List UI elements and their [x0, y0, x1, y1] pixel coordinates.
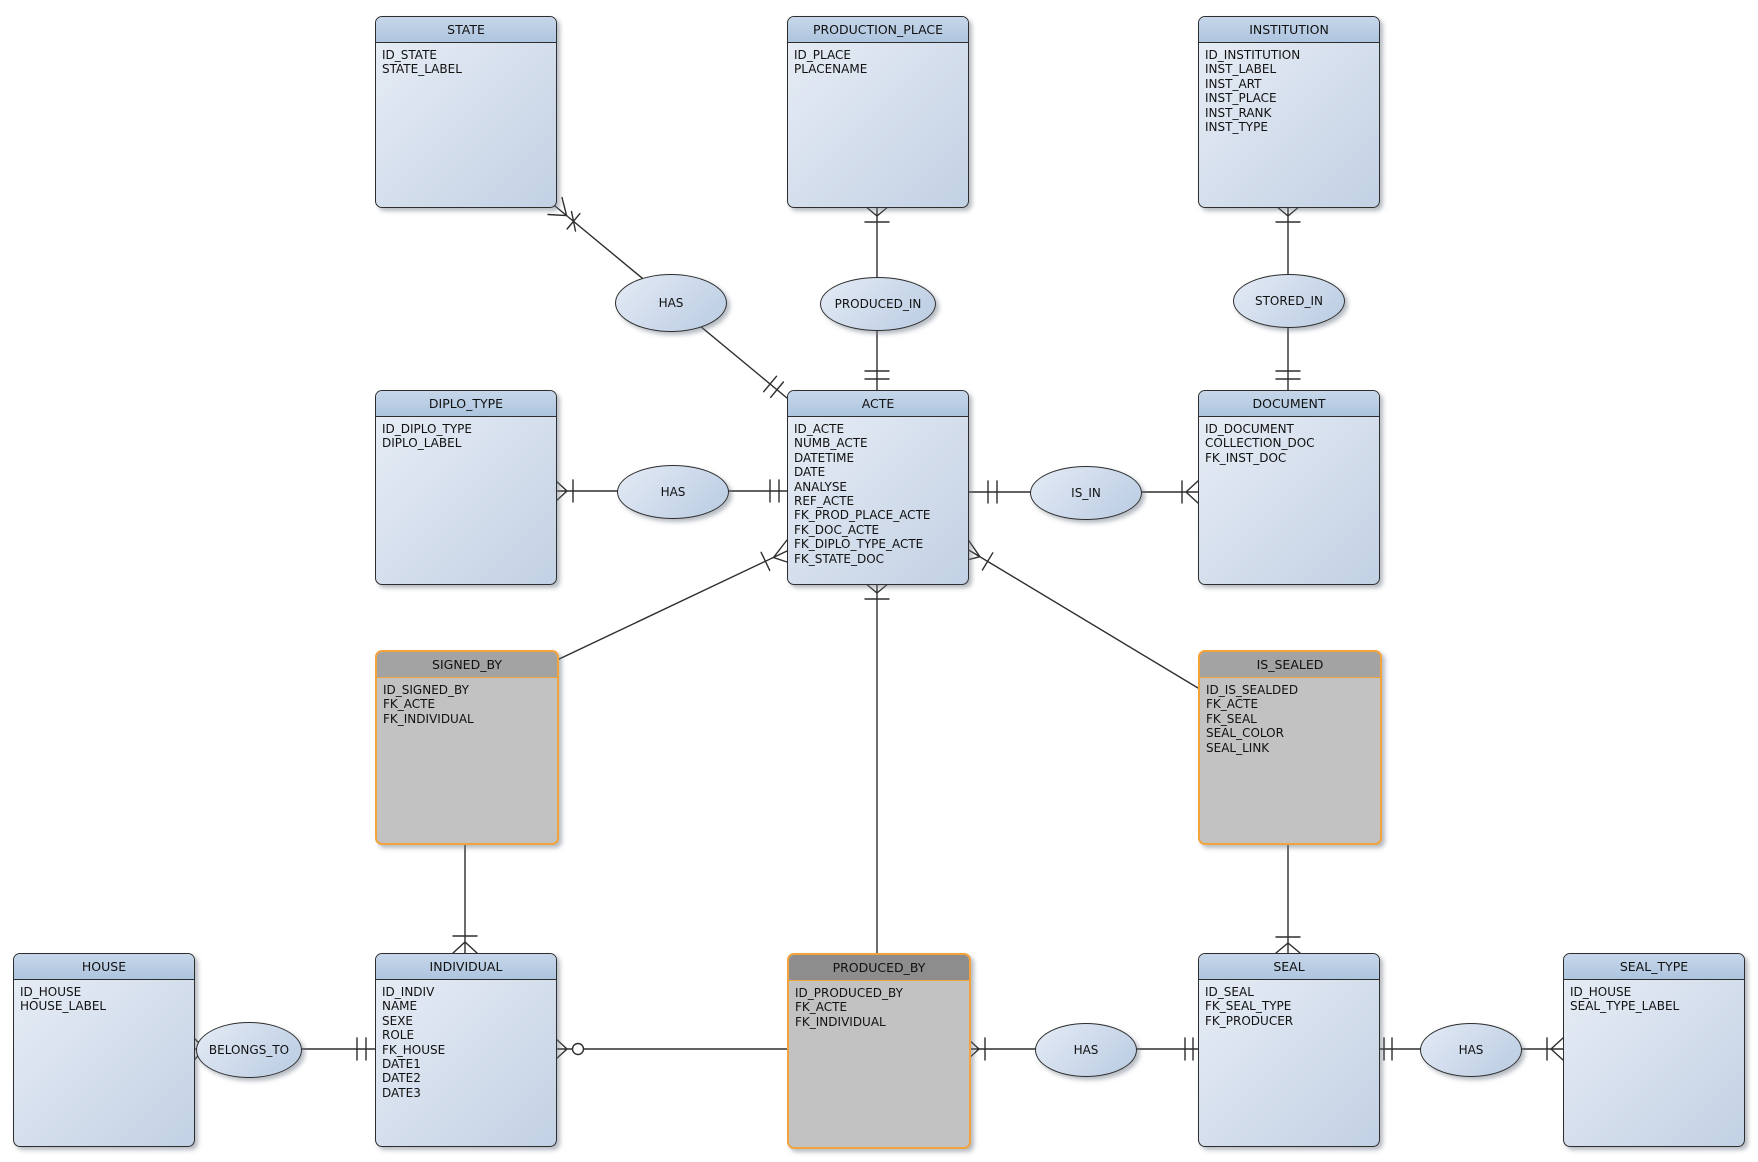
- entity-individual-fields: ID_INDIV NAME SEXE ROLE FK_HOUSE DATE1 D…: [382, 985, 446, 1100]
- relationship-label: IS_IN: [1071, 486, 1101, 500]
- entity-individual[interactable]: INDIVIDUAL ID_INDIV NAME SEXE ROLE FK_HO…: [375, 953, 557, 1147]
- entity-seal-type-fields: ID_HOUSE SEAL_TYPE_LABEL: [1570, 985, 1680, 1014]
- entity-produced-by-fields: ID_PRODUCED_BY FK_ACTE FK_INDIVIDUAL: [795, 986, 903, 1029]
- entity-produced-by-title: PRODUCED_BY: [789, 955, 969, 981]
- relationship-has-diplotype-acte[interactable]: HAS: [617, 465, 729, 519]
- relationship-label: HAS: [658, 296, 684, 310]
- relationship-has-state-acte[interactable]: HAS: [615, 274, 727, 332]
- entity-document[interactable]: DOCUMENT ID_DOCUMENT COLLECTION_DOC FK_I…: [1198, 390, 1380, 585]
- entity-document-fields: ID_DOCUMENT COLLECTION_DOC FK_INST_DOC: [1205, 422, 1315, 465]
- entity-state-fields: ID_STATE STATE_LABEL: [382, 48, 462, 77]
- entity-acte-fields: ID_ACTE NUMB_ACTE DATETIME DATE ANALYSE …: [794, 422, 931, 566]
- relationship-has-producedby-seal[interactable]: HAS: [1035, 1023, 1137, 1077]
- entity-house-title: HOUSE: [14, 954, 194, 980]
- connector-issealed-seal: [1275, 840, 1301, 954]
- entity-signed-by-title: SIGNED_BY: [377, 652, 557, 678]
- entity-acte[interactable]: ACTE ID_ACTE NUMB_ACTE DATETIME DATE ANA…: [787, 390, 969, 585]
- relationship-stored-in[interactable]: STORED_IN: [1233, 274, 1345, 328]
- entity-state[interactable]: STATE ID_STATE STATE_LABEL: [375, 16, 557, 208]
- entity-diplo-type[interactable]: DIPLO_TYPE ID_DIPLO_TYPE DIPLO_LABEL: [375, 390, 557, 585]
- relationship-label: BELONGS_TO: [208, 1043, 290, 1057]
- entity-diplo-type-title: DIPLO_TYPE: [376, 391, 556, 417]
- entity-production-place-fields: ID_PLACE PLACENAME: [794, 48, 868, 77]
- entity-institution-fields: ID_INSTITUTION INST_LABEL INST_ART INST_…: [1205, 48, 1301, 135]
- entity-diplo-type-fields: ID_DIPLO_TYPE DIPLO_LABEL: [382, 422, 472, 451]
- relationship-belongs-to[interactable]: BELONGS_TO: [196, 1022, 302, 1078]
- relationship-label: PRODUCED_IN: [834, 297, 922, 311]
- entity-individual-title: INDIVIDUAL: [376, 954, 556, 980]
- relationship-produced-in[interactable]: PRODUCED_IN: [820, 277, 936, 331]
- entity-production-place[interactable]: PRODUCTION_PLACE ID_PLACE PLACENAME: [787, 16, 969, 208]
- entity-is-sealed[interactable]: IS_SEALED ID_IS_SEALDED FK_ACTE FK_SEAL …: [1198, 650, 1382, 845]
- relationship-label: HAS: [1458, 1043, 1484, 1057]
- entity-seal-fields: ID_SEAL FK_SEAL_TYPE FK_PRODUCER: [1205, 985, 1294, 1028]
- connector-signedby-individual: [452, 840, 478, 954]
- entity-signed-by-fields: ID_SIGNED_BY FK_ACTE FK_INDIVIDUAL: [383, 683, 474, 726]
- connector-individual-producedby: [554, 1037, 788, 1061]
- entity-institution[interactable]: INSTITUTION ID_INSTITUTION INST_LABEL IN…: [1198, 16, 1380, 208]
- entity-document-title: DOCUMENT: [1199, 391, 1379, 417]
- relationship-label: HAS: [660, 485, 686, 499]
- connector-acte-signedby: [554, 539, 788, 662]
- entity-production-place-title: PRODUCTION_PLACE: [788, 17, 968, 43]
- entity-seal-type-title: SEAL_TYPE: [1564, 954, 1744, 980]
- connector-acte-issealed: [966, 537, 1199, 689]
- entity-seal-type[interactable]: SEAL_TYPE ID_HOUSE SEAL_TYPE_LABEL: [1563, 953, 1745, 1147]
- relationship-label: STORED_IN: [1254, 294, 1324, 308]
- entity-is-sealed-title: IS_SEALED: [1200, 652, 1380, 678]
- relationship-is-in[interactable]: IS_IN: [1030, 466, 1142, 520]
- entity-house-fields: ID_HOUSE HOUSE_LABEL: [20, 985, 107, 1014]
- entity-seal-title: SEAL: [1199, 954, 1379, 980]
- entity-signed-by[interactable]: SIGNED_BY ID_SIGNED_BY FK_ACTE FK_INDIVI…: [375, 650, 559, 845]
- entity-state-title: STATE: [376, 17, 556, 43]
- entity-produced-by[interactable]: PRODUCED_BY ID_PRODUCED_BY FK_ACTE FK_IN…: [787, 953, 971, 1149]
- entity-seal[interactable]: SEAL ID_SEAL FK_SEAL_TYPE FK_PRODUCER: [1198, 953, 1380, 1147]
- entity-house[interactable]: HOUSE ID_HOUSE HOUSE_LABEL: [13, 953, 195, 1147]
- entity-institution-title: INSTITUTION: [1199, 17, 1379, 43]
- relationship-has-seal-sealtype[interactable]: HAS: [1420, 1023, 1522, 1077]
- relationship-label: HAS: [1073, 1043, 1099, 1057]
- entity-is-sealed-fields: ID_IS_SEALDED FK_ACTE FK_SEAL SEAL_COLOR…: [1206, 683, 1299, 755]
- connector-acte-producedby: [864, 582, 890, 954]
- entity-acte-title: ACTE: [788, 391, 968, 417]
